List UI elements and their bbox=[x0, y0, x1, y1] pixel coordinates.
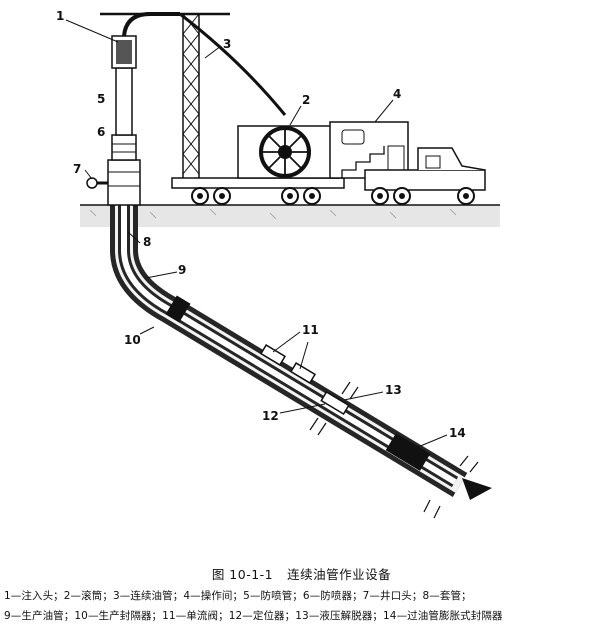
callout-9: 9 bbox=[178, 263, 186, 277]
callout-6: 6 bbox=[97, 125, 105, 139]
leader-lines bbox=[65, 19, 448, 448]
production-packer bbox=[165, 295, 191, 323]
legend-line-1: 1—注入头；2—滚筒；3—连续油管；4—操作间；5—防喷管；6—防喷器；7—井口… bbox=[4, 590, 472, 602]
coiled-tubing-diagram: 1 2 3 4 5 6 7 8 9 10 11 12 13 14 bbox=[56, 9, 500, 519]
callout-12: 12 bbox=[262, 409, 279, 423]
hydraulic-disconnect bbox=[309, 381, 359, 436]
callout-5: 5 bbox=[97, 92, 105, 106]
truck bbox=[364, 147, 486, 205]
locator bbox=[320, 390, 350, 416]
callout-2: 2 bbox=[302, 93, 310, 107]
callout-14: 14 bbox=[449, 426, 466, 440]
legend-line-2: 9—生产油管；10—生产封隔器；11—单流阀；12—定位器；13—液压解脱器；1… bbox=[4, 610, 503, 622]
figure-caption: 图 10-1-1 连续油管作业设备 bbox=[0, 564, 603, 583]
mast bbox=[100, 12, 230, 182]
callout-7: 7 bbox=[73, 162, 81, 176]
reel bbox=[237, 125, 339, 179]
figure-number: 图 10-1-1 bbox=[211, 567, 274, 582]
production-tubing bbox=[118, 205, 459, 488]
coiled-tubing bbox=[179, 12, 287, 116]
callout-1: 1 bbox=[56, 9, 64, 23]
ground bbox=[80, 204, 500, 227]
trailer bbox=[171, 177, 345, 205]
callout-13: 13 bbox=[385, 383, 402, 397]
blowout-preventer bbox=[111, 134, 137, 161]
callout-10: 10 bbox=[124, 333, 141, 347]
inflatable-packer bbox=[385, 433, 492, 519]
callout-8: 8 bbox=[143, 235, 151, 249]
caption-block: 图 10-1-1 连续油管作业设备 1—注入头；2—滚筒；3—连续油管；4—操作间… bbox=[0, 560, 603, 630]
callout-11: 11 bbox=[302, 323, 319, 337]
figure-title: 连续油管作业设备 bbox=[287, 567, 392, 582]
injector-head bbox=[111, 12, 180, 69]
callout-labels: 1 2 3 4 5 6 7 8 9 10 11 12 13 14 bbox=[56, 9, 466, 440]
lubricator bbox=[115, 67, 133, 136]
callout-4: 4 bbox=[393, 87, 401, 101]
callout-3: 3 bbox=[223, 37, 231, 51]
wellhead bbox=[86, 159, 141, 206]
